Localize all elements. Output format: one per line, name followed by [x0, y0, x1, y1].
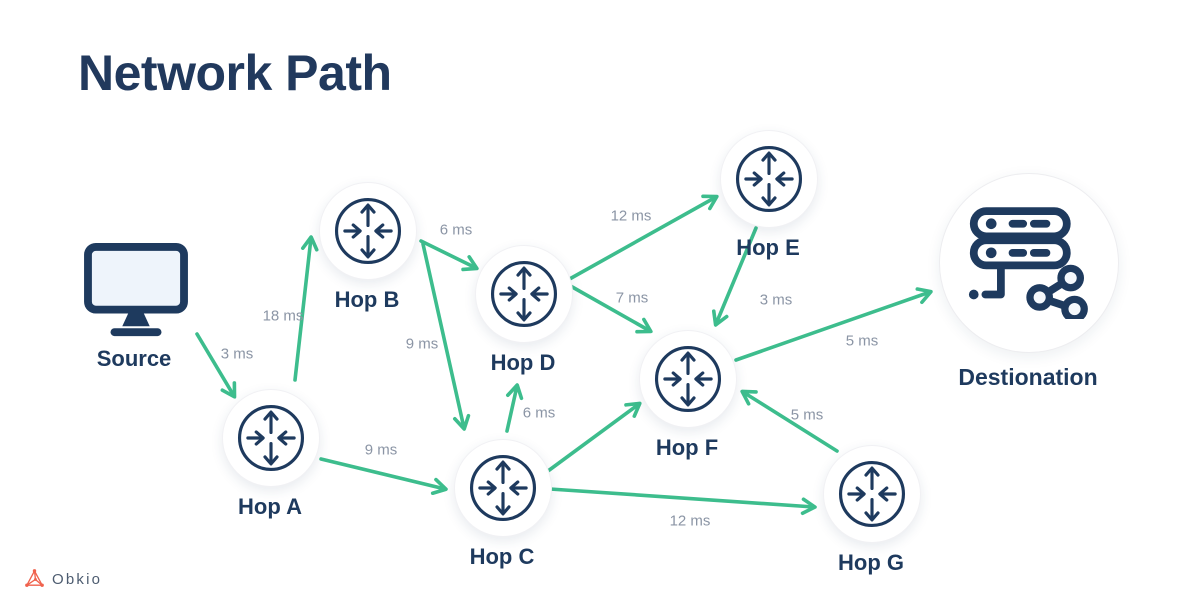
edge-hopA-hopC-arrow: [319, 457, 448, 496]
edge-hopC-hopG-arrow: [548, 487, 817, 516]
hop-b-label: Hop B: [334, 287, 400, 312]
hop-d-label: Hop D: [490, 350, 556, 375]
router-icon: [466, 451, 540, 525]
edge-hopA-hopB-arrow: [293, 235, 319, 382]
edge-hopE-hopF-arrow: [711, 226, 758, 327]
latency-hopD-hopE: 12 ms: [610, 207, 652, 225]
latency-hopE-hopF: 3 ms: [759, 291, 793, 309]
obkio-logo-icon: [25, 569, 44, 587]
router-icon: [234, 401, 308, 475]
obkio-logo: Obkio: [24, 568, 102, 590]
edge-hopD-hopE-arrow: [564, 194, 719, 283]
latency-hopG-hopF: 5 ms: [790, 406, 824, 424]
server-share-icon: [968, 207, 1088, 319]
monitor-icon: [84, 242, 188, 337]
hop-f-label: Hop F: [655, 435, 719, 460]
router-icon: [487, 257, 561, 331]
obkio-logo-text: Obkio: [52, 570, 103, 588]
router-icon: [331, 194, 405, 268]
latency-hopB-hopD: 6 ms: [439, 221, 473, 239]
edge-hopB-hopC-arrow: [421, 242, 471, 431]
router-icon: [651, 342, 725, 416]
latency-hopA-hopC: 9 ms: [364, 441, 398, 459]
edge-hopB-hopD-arrow: [419, 239, 479, 272]
edge-hopD-hopF-arrow: [565, 282, 653, 334]
edge-source-hopA-arrow: [195, 332, 237, 399]
router-icon: [732, 142, 806, 216]
hop-g-label: Hop G: [838, 550, 904, 575]
hop-a-label: Hop A: [238, 494, 302, 519]
edge-hopC-hopF-arrow: [546, 401, 642, 473]
destination-label: Destionation: [958, 364, 1098, 390]
latency-hopA-hopB: 18 ms: [262, 307, 304, 325]
hop-e-label: Hop E: [736, 235, 800, 260]
latency-hopF-destination: 5 ms: [845, 332, 879, 350]
page-title: Network Path: [78, 45, 392, 101]
latency-source-hopA: 3 ms: [220, 345, 254, 363]
edge-hopG-hopF-arrow: [740, 389, 839, 453]
latency-hopC-hopD: 6 ms: [522, 404, 556, 422]
hop-c-label: Hop C: [469, 544, 535, 569]
latency-hopB-hopC: 9 ms: [405, 335, 439, 353]
source-label: Source: [96, 346, 172, 371]
router-icon: [835, 457, 909, 531]
latency-hopD-hopF: 7 ms: [615, 289, 649, 307]
latency-hopC-hopG: 12 ms: [669, 512, 711, 530]
edge-hopF-destination-arrow: [734, 287, 933, 362]
edge-hopC-hopD-arrow: [505, 383, 524, 433]
